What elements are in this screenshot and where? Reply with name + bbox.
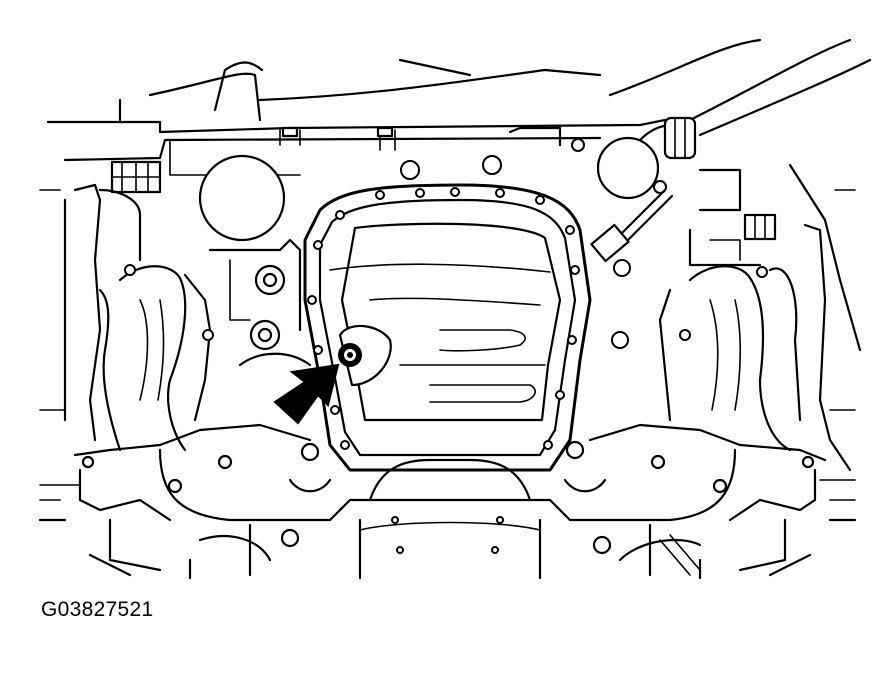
front-crossmember <box>38 423 857 580</box>
right-upper-components <box>571 116 777 349</box>
right-exhaust-manifold <box>658 163 862 501</box>
round-filter-left <box>198 154 286 242</box>
cylinder-head-deck <box>46 118 667 176</box>
left-middle-components <box>208 155 502 367</box>
bolt-icon <box>338 324 392 387</box>
left-exhaust-manifold <box>39 183 214 501</box>
arrow-pointer-icon <box>273 363 340 425</box>
left-connector <box>110 160 162 194</box>
upper-hoses <box>118 38 872 137</box>
engine-oil-pan-illustration <box>38 38 872 580</box>
oil-pan <box>303 183 592 472</box>
figure-id-label: G03827521 <box>41 598 154 621</box>
lower-frame <box>39 189 856 580</box>
